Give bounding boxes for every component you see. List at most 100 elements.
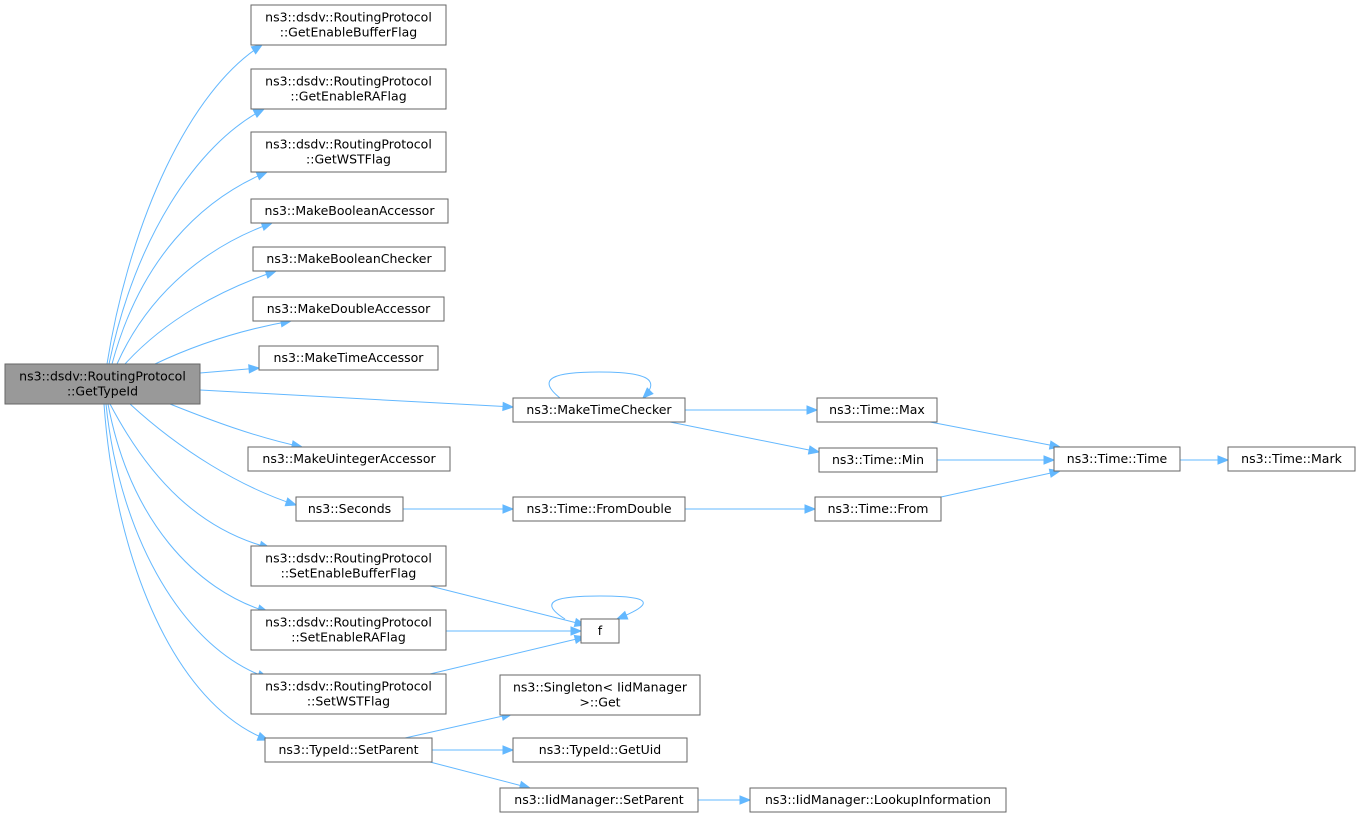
edge-line [124,270,277,365]
edge-arrowhead [806,405,819,415]
node-makeTimeAccessor[interactable]: ns3::MakeTimeAccessor [258,345,439,371]
node-box [250,68,447,110]
node-box [499,674,701,716]
node-timeFromDouble[interactable]: ns3::Time::FromDouble [512,496,686,522]
node-box [250,673,447,715]
node-box [252,296,445,322]
node-label: f [598,623,603,638]
node-setWSTFlag[interactable]: ns3::dsdv::RoutingProtocol::SetWSTFlag [250,673,447,715]
node-timeMin[interactable]: ns3::Time::Min [818,447,938,473]
edge-typeIdSetParent-to-iidSetParent [429,761,532,790]
node-box [814,496,942,522]
edge-arrowhead [1217,455,1230,465]
node-getEnableBufferFlag[interactable]: ns3::dsdv::RoutingProtocol::GetEnableBuf… [250,4,447,46]
node-typeIdSetParent[interactable]: ns3::TypeId::SetParent [264,737,433,763]
node-label: ns3::Time::Min [832,452,924,467]
node-box [250,198,449,224]
edge-root-to-makeTimeChecker [199,389,515,412]
node-label: ns3::Time::Mark [1241,451,1342,466]
node-box [250,609,447,651]
node-setEnableRAFlag[interactable]: ns3::dsdv::RoutingProtocol::SetEnableRAF… [250,609,447,651]
edge-seconds-to-timeFromDouble [403,504,515,514]
edge-root-to-setEnableBufferFlag [109,403,272,550]
edge-arrowhead [502,401,515,412]
node-box [1227,446,1356,472]
edge-timeMin-to-timeTime [937,455,1056,465]
node-timeMax[interactable]: ns3::Time::Max [816,397,938,423]
node-singletonGet[interactable]: ns3::Singleton< IidManager>::Get [499,674,701,716]
node-box [816,397,938,423]
node-label: ::GetTypeId [67,384,138,399]
edge-line [429,636,586,675]
edge-root-to-setWSTFlag [105,403,270,680]
edge-line [404,713,513,739]
node-f[interactable]: f [580,618,620,644]
node-label: ns3::dsdv::RoutingProtocol [265,10,432,25]
node-box [1053,446,1181,472]
node-label: ns3::Time::Time [1067,451,1168,466]
node-makeUintegerAccessor[interactable]: ns3::MakeUintegerAccessor [247,446,451,472]
node-label: ::SetEnableBufferFlag [281,566,417,581]
node-getEnableRAFlag[interactable]: ns3::dsdv::RoutingProtocol::GetEnableRAF… [250,68,447,110]
edge-arrowhead [255,171,269,181]
node-label: ns3::MakeBooleanAccessor [265,203,436,218]
edge-typeIdSetParent-to-typeIdGetUid [432,745,515,755]
edge-line [107,403,269,613]
edge-line [429,761,531,789]
node-timeMark[interactable]: ns3::Time::Mark [1227,446,1356,472]
edge-arrowhead [804,504,817,514]
node-makeDoubleAccessor[interactable]: ns3::MakeDoubleAccessor [252,296,445,322]
node-iidSetParent[interactable]: ns3::IidManager::SetParent [499,787,699,813]
edge-arrowhead [264,269,278,279]
edge-iidSetParent-to-iidLookup [698,795,752,805]
edge-line [111,171,268,365]
edge-f-to-f [551,595,644,620]
node-box [512,397,686,423]
node-timeTime[interactable]: ns3::Time::Time [1053,446,1181,472]
edge-root-to-makeTimeAccessor [199,364,261,374]
edge-setEnableBufferFlag-to-f [429,585,587,628]
edge-line [154,320,292,365]
node-iidLookup[interactable]: ns3::IidManager::LookupInformation [749,787,1007,813]
node-box [512,496,686,522]
node-makeBooleanAccessor[interactable]: ns3::MakeBooleanAccessor [250,198,449,224]
node-makeBooleanChecker[interactable]: ns3::MakeBooleanChecker [252,246,446,272]
edge-root-to-makeBooleanAccessor [116,222,274,365]
edge-setWSTFlag-to-f [429,634,587,675]
edge-timeFrom-to-timeTime [940,468,1062,498]
node-typeIdGetUid[interactable]: ns3::TypeId::GetUid [512,737,688,763]
edge-arrowhead [260,222,274,231]
node-label: ns3::dsdv::RoutingProtocol [19,369,186,384]
edge-line [108,108,265,365]
edge-arrowhead [807,445,821,455]
node-label: ns3::Time::From [828,501,929,516]
node-box [250,131,447,173]
node-makeTimeChecker[interactable]: ns3::MakeTimeChecker [512,397,686,423]
node-seconds[interactable]: ns3::Seconds [295,496,404,522]
node-label: ns3::IidManager::SetParent [514,792,684,807]
edge-line [169,403,303,448]
edge-root-to-setEnableRAFlag [107,403,270,614]
edge-root-to-typeIdSetParent [103,403,270,741]
node-label: ns3::dsdv::RoutingProtocol [265,74,432,89]
node-box [512,737,688,763]
edge-line [116,222,273,365]
node-label: ns3::MakeTimeAccessor [274,350,425,365]
node-getWSTFlag[interactable]: ns3::dsdv::RoutingProtocol::GetWSTFlag [250,131,447,173]
edge-line [103,403,269,741]
node-label: ns3::MakeUintegerAccessor [262,451,436,466]
edge-arrowhead [502,745,515,755]
edge-timeTime-to-timeMark [1180,455,1230,465]
node-label: ::GetEnableBufferFlag [280,25,417,40]
node-label: >::Get [579,695,620,710]
node-box [247,446,451,472]
edge-root-to-getEnableRAFlag [108,108,266,365]
node-label: ns3::TypeId::SetParent [278,742,418,757]
node-box [252,246,446,272]
node-timeFrom[interactable]: ns3::Time::From [814,496,942,522]
node-label: ns3::MakeTimeChecker [526,402,672,417]
node-root[interactable]: ns3::dsdv::RoutingProtocol::GetTypeId [4,363,201,405]
node-setEnableBufferFlag[interactable]: ns3::dsdv::RoutingProtocol::SetEnableBuf… [250,545,447,587]
edge-line [548,371,652,399]
